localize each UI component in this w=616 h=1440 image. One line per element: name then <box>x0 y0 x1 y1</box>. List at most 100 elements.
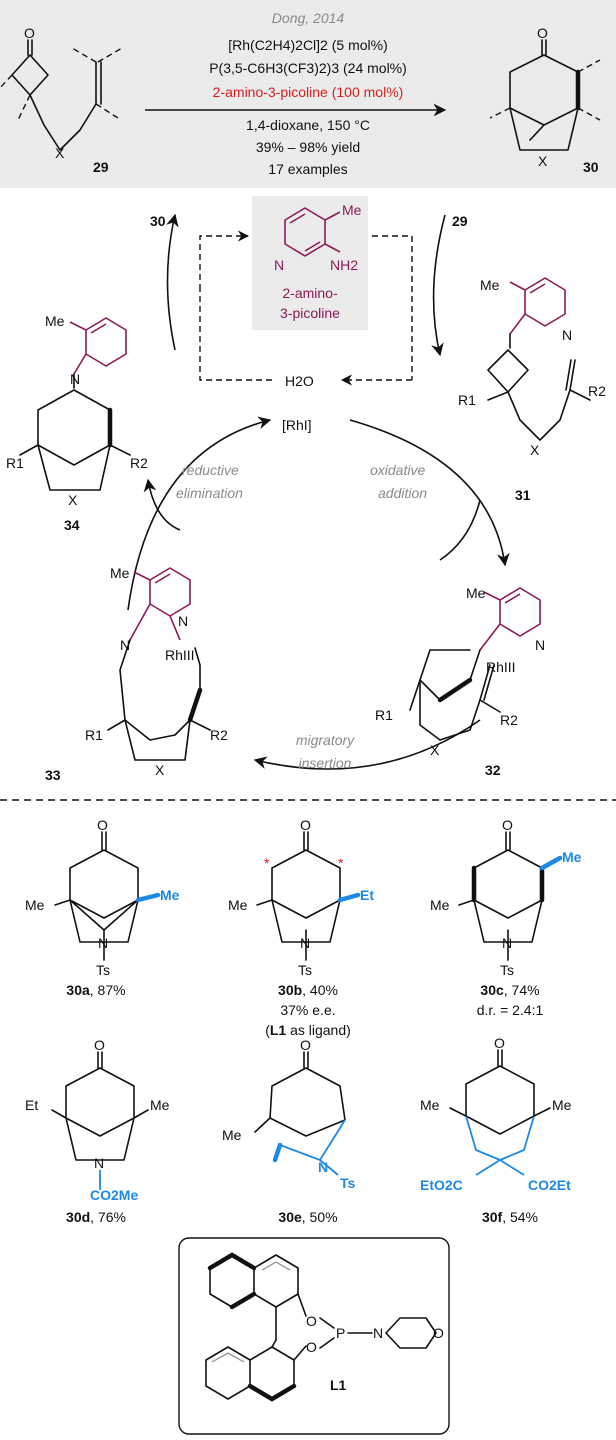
ex30e-caption: 30e, 50% <box>278 1209 337 1225</box>
ex30a-yield: , 87% <box>90 982 126 998</box>
cycle-label-30: 30 <box>150 213 166 229</box>
ex30f-co2et: CO2Et <box>528 1177 571 1193</box>
picoline-name-2: 3-picoline <box>280 305 340 321</box>
ex30d-caption: 30d, 76% <box>66 1209 126 1225</box>
int32-rh: RhIII <box>486 659 516 675</box>
ex30a-ts: Ts <box>96 962 110 978</box>
ex30a-caption: 30a, 87% <box>66 982 125 998</box>
ex30e-me: Me <box>222 1127 242 1143</box>
int31-n: N <box>562 327 572 343</box>
substrate-x: X <box>55 145 65 161</box>
ex30f-me-right: Me <box>552 1097 572 1113</box>
int33-rh: RhIII <box>165 647 195 663</box>
int32-r2: R2 <box>500 712 518 728</box>
int31-x: X <box>530 442 540 458</box>
picoline-n: N <box>274 257 284 273</box>
ex30e-o: O <box>300 1037 311 1053</box>
ex30d-n: N <box>94 1155 104 1171</box>
dashed-arrow-from-water <box>199 290 272 381</box>
ligand-binaphthyl-structure <box>205 1252 437 1402</box>
arrow-30-out <box>166 213 179 351</box>
ligand-n: N <box>373 1325 383 1341</box>
ex30b-caption: 30b, 40% <box>278 982 338 998</box>
example-30e-structure <box>254 1051 346 1176</box>
ex30d-et: Et <box>25 1097 38 1113</box>
int34-me: Me <box>45 313 65 329</box>
ex30f-o: O <box>494 1035 505 1051</box>
header-panel <box>0 0 616 188</box>
product-label: 30 <box>583 159 599 175</box>
int32-me: Me <box>466 585 486 601</box>
ex30c-dr: d.r. = 2.4:1 <box>477 1002 544 1018</box>
ex30a-o: O <box>97 817 108 833</box>
int34-label: 34 <box>64 517 80 533</box>
int32-r1: R1 <box>375 707 393 723</box>
ex30b-note-pre: ( <box>265 1022 270 1038</box>
ex30f-yield: , 54% <box>502 1209 538 1225</box>
ex30c-caption: 30c, 74% <box>480 982 539 998</box>
ex30b-label: 30b <box>278 982 302 998</box>
example-30d-structure <box>51 1051 149 1190</box>
ex30c-me-right: Me <box>562 849 582 865</box>
dashed-arrow-from-picoline <box>372 235 413 380</box>
ex30b-note: (L1 as ligand) <box>265 1022 351 1038</box>
arrow-to-34 <box>143 478 181 531</box>
intermediate-33-structure <box>107 567 211 761</box>
step-reductive-1: reductive <box>182 462 239 478</box>
citation: Dong, 2014 <box>272 10 345 26</box>
ex30b-ts: Ts <box>298 962 312 978</box>
int34-x: X <box>68 492 78 508</box>
int33-me: Me <box>110 565 130 581</box>
int33-r1: R1 <box>85 727 103 743</box>
condition-examples: 17 examples <box>268 161 347 177</box>
ex30d-me: Me <box>150 1097 170 1113</box>
int33-label: 33 <box>45 767 61 783</box>
arc-migratory-insertion <box>253 719 481 770</box>
step-migratory-2: insertion <box>299 755 352 771</box>
product-30-structure <box>489 39 601 151</box>
ex30b-yield: , 40% <box>302 982 338 998</box>
intermediate-31-structure <box>487 277 591 441</box>
ligand-label: L1 <box>330 1377 347 1393</box>
ex30b-n: N <box>300 935 310 951</box>
ligand-o-top: O <box>306 1313 317 1329</box>
ex30a-me-right: Me <box>160 887 180 903</box>
ex30e-n: N <box>318 1159 328 1175</box>
arrow-29-in <box>431 214 446 357</box>
picoline-nh2: NH2 <box>330 257 358 273</box>
water: H2O <box>285 373 314 389</box>
ex30b-me: Me <box>228 897 248 913</box>
ex30d-o: O <box>94 1037 105 1053</box>
arc-oxidative-addition <box>349 419 510 567</box>
ex30d-co2me: CO2Me <box>90 1187 138 1203</box>
step-oxidative-1: oxidative <box>370 462 425 478</box>
int34-r2: R2 <box>130 455 148 471</box>
ex30c-me-left: Me <box>430 897 450 913</box>
int31-me: Me <box>480 277 500 293</box>
example-30f-structure <box>449 1049 551 1176</box>
int32-x: X <box>430 742 440 758</box>
product-x: X <box>538 153 548 169</box>
ex30b-note-bold: L1 <box>270 1022 287 1038</box>
condition-ligand: P(3,5-C6H3(CF3)2)3 (24 mol%) <box>209 60 407 76</box>
picoline-box <box>252 196 368 330</box>
ex30a-label: 30a <box>66 982 90 998</box>
int33-n-left: N <box>120 637 130 653</box>
product-o: O <box>537 25 548 41</box>
ex30f-label: 30f <box>482 1209 503 1225</box>
int34-n: N <box>70 371 80 387</box>
int32-n: N <box>535 637 545 653</box>
int31-label: 31 <box>515 487 531 503</box>
ex30c-label: 30c <box>480 982 504 998</box>
ex30f-eto2c: EtO2C <box>420 1177 463 1193</box>
int31-r2: R2 <box>588 383 606 399</box>
step-oxidative-2: addition <box>378 485 427 501</box>
substrate-label: 29 <box>93 159 109 175</box>
ex30a-me-left: Me <box>25 897 45 913</box>
intermediate-34-structure <box>19 317 131 491</box>
cycle-label-29: 29 <box>452 213 468 229</box>
ex30b-et: Et <box>360 887 374 903</box>
condition-catalyst: [Rh(C2H4)2Cl]2 (5 mol%) <box>228 37 387 53</box>
arc-reductive-elimination <box>127 416 272 611</box>
